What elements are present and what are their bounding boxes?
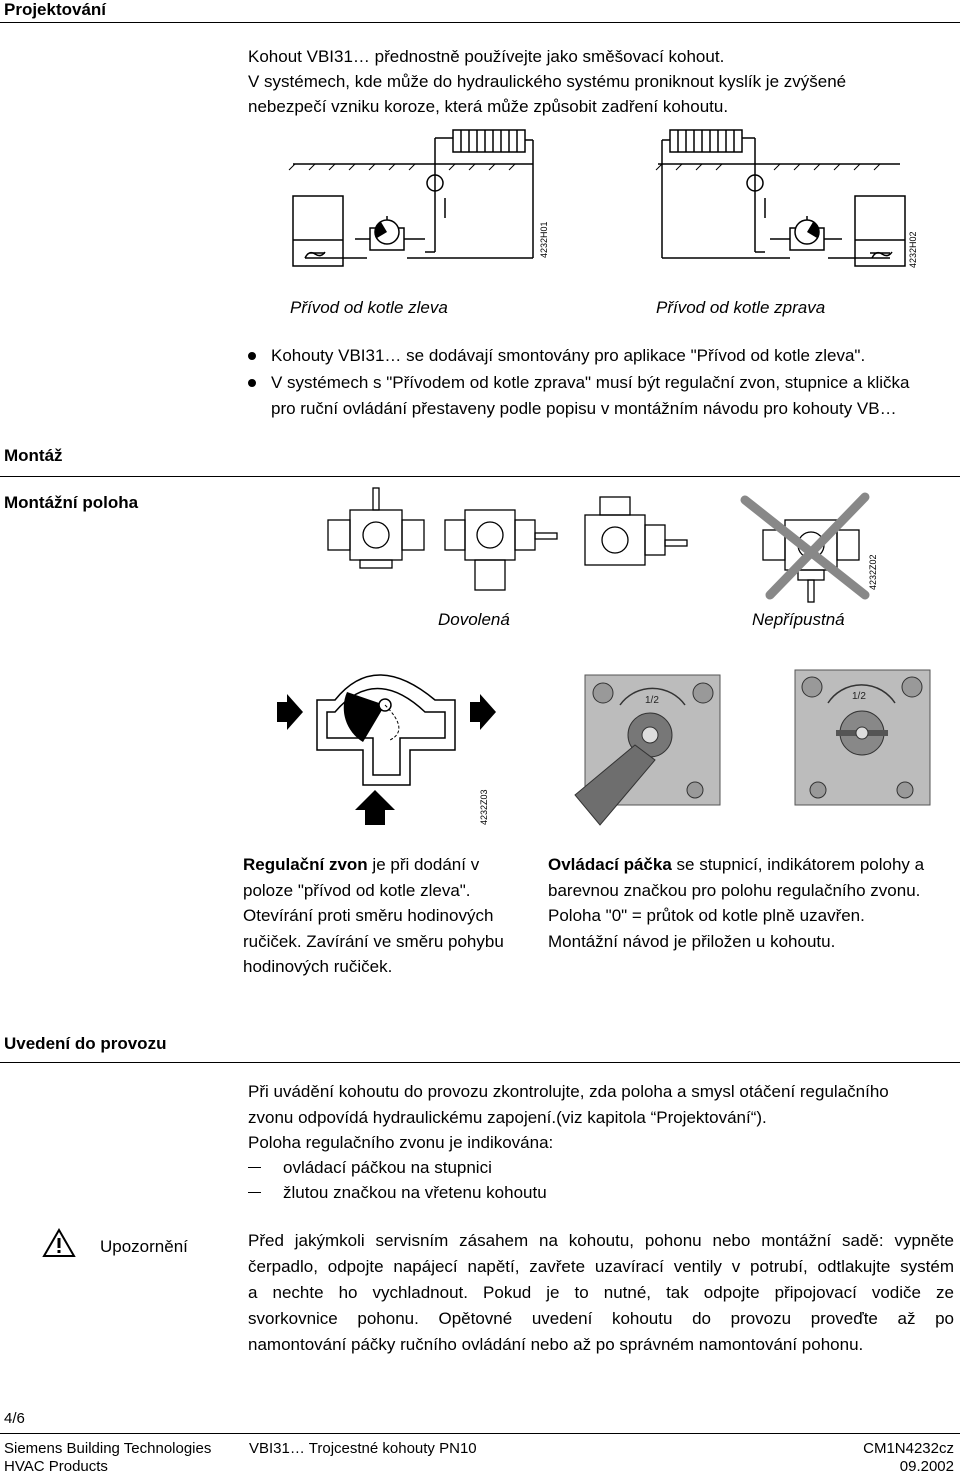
upozorneni-line-2: čerpadlo, odpojte napájecí napětí, zavře…: [248, 1257, 954, 1276]
desc-right-bold: Ovládací páčka: [548, 855, 672, 874]
upozorneni-line-5: namontování páčky ručního ovládání nebo …: [248, 1335, 864, 1354]
footer-date: 09.2002: [899, 1458, 954, 1475]
intro-line-1: Kohout VBI31… přednostně používejte jako…: [248, 47, 725, 66]
fig1-code-right: 4232H02: [908, 231, 918, 268]
bullet-text-2: V systémech s "Přívodem od kotle zprava"…: [271, 373, 910, 392]
desc-left-line-2: poloze "přívod od kotle zleva".: [243, 880, 471, 900]
intro-line-3: nebezpečí vzniku koroze, která může způs…: [248, 97, 729, 116]
hydraulic-diagram-left: 4232H01: [288, 129, 549, 267]
intro-line-2: V systémech, kde může do hydraulického s…: [248, 72, 847, 91]
caption-nepripustna: Nepřípustná: [752, 610, 845, 629]
uvedeni-line-1: Při uvádění kohoutu do provozu zkontrolu…: [248, 1082, 889, 1101]
section-title-montaz: Montáž: [4, 446, 63, 465]
valve-photo-lever: 1/2: [574, 674, 721, 826]
desc-right-line-2: barevnou značkou pro polohu regulačního …: [548, 880, 921, 900]
section-rule: [0, 22, 960, 23]
footer-rule: [0, 1433, 960, 1434]
section-title-projektovani: Projektování: [4, 0, 107, 19]
hydraulic-diagram-right: 4232H02: [655, 129, 918, 268]
desc-ovladaci-packa: Ovládací páčka se stupnicí, indikátorem …: [548, 852, 958, 954]
dash-icon: [248, 1167, 261, 1168]
upozorneni-line-4: svorkovnice pohonu. Opětovné uvedení koh…: [248, 1309, 954, 1328]
uvedeni-dash-2: žlutou značkou na vřetenu kohoutu: [283, 1183, 547, 1202]
upozorneni-line-3: a nechte ho vychladnout. Pokud je to nut…: [248, 1283, 954, 1302]
caption-dovolena: Dovolená: [438, 610, 510, 629]
caption-privod-zleva: Přívod od kotle zleva: [290, 298, 448, 317]
uvedeni-dash-1: ovládací páčkou na stupnici: [283, 1158, 492, 1177]
upozorneni-label: Upozornění: [100, 1237, 188, 1256]
desc-left-line-5: hodinových ručiček.: [243, 957, 393, 976]
valve-photo-knob: 1/2: [794, 669, 931, 806]
desc-left-bold: Regulační zvon: [243, 855, 368, 874]
dash-icon: [248, 1192, 261, 1193]
desc-right-line-3: Poloha "0" = průtok od kotle plně uzavře…: [548, 906, 865, 925]
footer-doc-code: CM1N4232cz: [863, 1440, 954, 1457]
section-rule: [0, 1062, 960, 1063]
desc-right-line-1: se stupnicí, indikátorem polohy a: [671, 855, 925, 874]
footer-title: VBI31… Trojcestné kohouty PN10: [249, 1440, 477, 1457]
desc-left-line-1: je při dodání v: [367, 855, 480, 874]
footer-company-1: Siemens Building Technologies: [4, 1440, 212, 1457]
bullet-icon: [248, 379, 256, 387]
bullet-text-2b: pro ruční ovládání přestaveny podle popi…: [271, 399, 897, 418]
desc-left-line-4: ručiček. Zavírání ve směru pohybu: [243, 931, 504, 951]
fig2-code: 4232Z02: [868, 554, 878, 590]
bullet-icon: [248, 352, 256, 360]
uvedeni-line-3: Poloha regulačního zvonu je indikována:: [248, 1133, 554, 1152]
mounting-position-diagram: 4232Z02: [327, 487, 878, 603]
footer-company-2: HVAC Products: [4, 1458, 108, 1475]
scale-label: 1/2: [852, 691, 866, 702]
fig3-code: 4232Z03: [479, 789, 489, 825]
upozorneni-line-1: Před jakýmkoli servisním zásahem na koho…: [248, 1231, 954, 1250]
section-rule: [0, 476, 960, 477]
section-title-montazni-poloha: Montážní poloha: [4, 493, 139, 512]
desc-left-line-3: Otevírání proti směru hodinových: [243, 906, 494, 925]
valve-section-diagram: 4232Z03: [277, 674, 496, 825]
section-title-uvedeni: Uvedení do provozu: [4, 1034, 167, 1053]
fig1-code-left: 4232H01: [539, 221, 549, 258]
page-number: 4/6: [4, 1410, 25, 1427]
bullet-text-1: Kohouty VBI31… se dodávají smontovány pr…: [271, 346, 866, 365]
uvedeni-line-2: zvonu odpovídá hydraulickému zapojení.(v…: [248, 1108, 767, 1127]
warning-icon: [42, 1227, 76, 1257]
desc-regulacni-zvon: Regulační zvon je při dodání v poloze "p…: [243, 852, 533, 980]
caption-privod-zprava: Přívod od kotle zprava: [656, 298, 826, 317]
scale-label: 1/2: [645, 695, 659, 706]
upozorneni-text: Před jakýmkoli servisním zásahem na koho…: [248, 1228, 954, 1358]
desc-right-line-4: Montážní návod je přiložen u kohoutu.: [548, 931, 836, 951]
